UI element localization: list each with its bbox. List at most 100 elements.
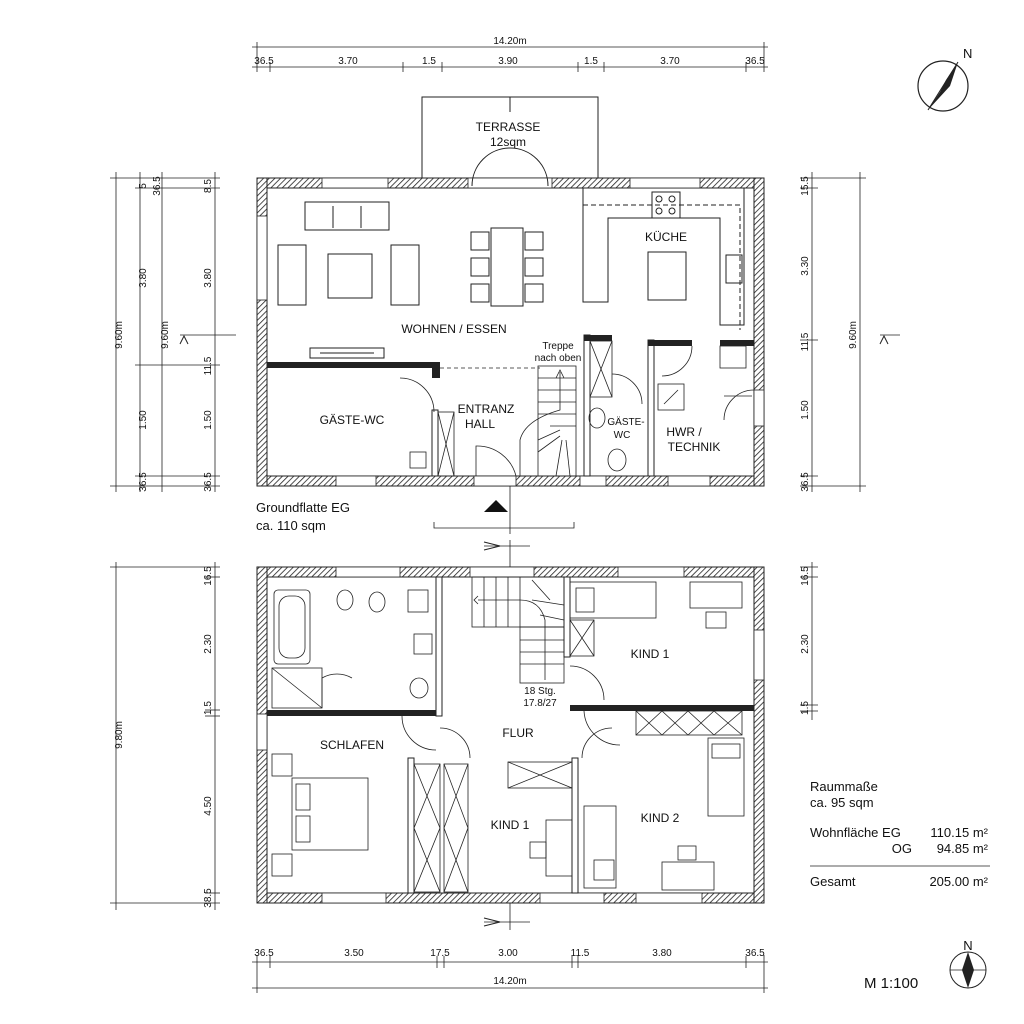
eg-right-total: 9.60m <box>848 321 859 349</box>
right-section-arrow-icon <box>879 334 889 345</box>
guest-wc-right-line2: WC <box>614 430 631 441</box>
north-arrow-top-icon <box>917 60 969 112</box>
kitchen-label: KÜCHE <box>645 230 687 244</box>
bottom-dim-5: 11.5 <box>571 948 590 959</box>
top-dim-5: 1.5 <box>584 56 598 67</box>
ground-floor-stairs <box>519 365 577 477</box>
terrace-label: TERRASSE <box>476 120 541 134</box>
eg-right-1: 15.5 <box>800 176 811 196</box>
summary-eg-label: Wohnfläche EG <box>810 825 901 840</box>
og-left-3: 1.5 <box>203 701 214 715</box>
upper-floor-walls <box>256 566 765 904</box>
eg-left-a-4: 36.5 <box>138 472 149 492</box>
hall-upper-label: FLUR <box>502 726 534 740</box>
north-arrow-bottom-icon <box>949 951 987 989</box>
scale-label: M 1:100 <box>864 975 918 992</box>
living-dining-label: WOHNEN / ESSEN <box>401 322 506 336</box>
summary-og-label: OG <box>892 841 912 856</box>
guest-wc-right-line1: GÄSTE- <box>607 416 644 428</box>
og-left-2: 2.30 <box>203 634 214 654</box>
eg-left-a-1: 5 <box>138 183 149 189</box>
eg-left-a-3: 1.50 <box>138 410 149 430</box>
summary-subtitle: ca. 95 sqm <box>810 795 874 810</box>
entrance-marker <box>433 486 575 534</box>
eg-right-3: 11.5 <box>800 332 811 351</box>
ground-floor-left-dimensions <box>110 172 236 492</box>
top-dim-4: 3.90 <box>498 56 518 67</box>
bedroom-furniture <box>271 753 469 893</box>
eg-left-b-5: 1.50 <box>203 410 214 430</box>
top-dim-6: 3.70 <box>660 56 680 67</box>
eg-left-total: 9.60m <box>114 321 125 349</box>
ground-floor-walls <box>256 177 765 487</box>
utility-room-fixtures <box>657 345 755 421</box>
terrace-door <box>471 147 549 187</box>
entrance-arrow-icon <box>484 500 508 512</box>
eg-right-5: 36.5 <box>800 472 811 492</box>
ground-floor-right-dimensions <box>800 172 900 492</box>
entrance-label-line2: HALL <box>465 417 495 431</box>
bedroom-label: SCHLAFEN <box>320 738 384 752</box>
child-room-2-label: KIND 2 <box>641 811 680 825</box>
top-dim-2: 3.70 <box>338 56 358 67</box>
eg-right-4: 1.50 <box>800 400 811 420</box>
bottom-dim-3: 17.5 <box>430 948 450 959</box>
guest-wc-left-label: GÄSTE-WC <box>320 413 385 427</box>
ground-floor-caption-line1: Groundflatte EG <box>256 500 350 515</box>
upper-hall-doors <box>401 710 621 759</box>
upper-floor-right-dimensions <box>800 562 818 720</box>
og-right-1: 16.5 <box>800 566 811 586</box>
eg-right-2: 3.30 <box>800 256 811 276</box>
upper-floor-stairs <box>471 576 605 701</box>
bathroom-fixtures <box>271 589 433 709</box>
child-room-1-bottom-label: KIND 1 <box>491 818 530 832</box>
summary-eg-value: 110.15 m² <box>930 825 988 840</box>
top-dimension-chain <box>252 42 768 72</box>
top-dim-7: 36.5 <box>745 56 765 67</box>
north-label-bottom: N <box>963 938 972 953</box>
entrance-door <box>475 445 517 477</box>
bottom-dim-6: 3.80 <box>652 948 672 959</box>
eg-left-b-total: 9.60m <box>160 321 171 349</box>
top-dim-1: 36.5 <box>254 56 274 67</box>
utility-label-line1: HWR / <box>666 425 702 439</box>
stairs-label-line2: nach oben <box>535 353 582 364</box>
child-room-1-bottom-furniture <box>507 761 573 877</box>
og-left-total: 9.80m <box>114 721 125 749</box>
guest-wc-right-fixtures <box>588 340 643 472</box>
living-room-furniture <box>277 201 544 359</box>
north-label-top: N <box>963 46 972 61</box>
eg-left-b-4: 11.5 <box>203 356 214 375</box>
child-room-1-top-label: KIND 1 <box>631 647 670 661</box>
entrance-label-line1: ENTRANZ <box>458 402 515 416</box>
terrace-area: 12sqm <box>490 135 526 149</box>
og-right-2: 2.30 <box>800 634 811 654</box>
utility-label-line2: TECHNIK <box>668 440 721 454</box>
eg-left-b-3: 3.80 <box>203 268 214 288</box>
bottom-dim-4: 3.00 <box>498 948 518 959</box>
terrace <box>421 96 599 180</box>
hall-wardrobe <box>437 411 455 477</box>
og-left-4: 4.50 <box>203 796 214 816</box>
summary-total-label: Gesamt <box>810 874 856 889</box>
summary-title: Raummaße <box>810 779 878 794</box>
stairs-label-line1: Treppe <box>542 341 574 352</box>
bottom-dim-2: 3.50 <box>344 948 364 959</box>
child-room-1-top-furniture <box>569 581 743 657</box>
bottom-total-dimension: 14.20m <box>493 976 526 987</box>
child-room-2-furniture <box>583 710 745 891</box>
left-section-arrow-icon <box>179 334 189 345</box>
eg-left-b-1: 36.5 <box>152 176 163 196</box>
top-total-dimension: 14.20m <box>493 36 526 47</box>
og-left-1: 16.5 <box>203 566 214 586</box>
eg-left-b-2: 8.5 <box>203 179 214 193</box>
ground-floor-caption-line2: ca. 110 sqm <box>256 518 326 533</box>
top-dim-3: 1.5 <box>422 56 436 67</box>
stairs-note-line1: 18 Stg. <box>524 686 556 697</box>
kitchen-furniture <box>582 188 745 330</box>
bottom-dim-1: 36.5 <box>254 948 274 959</box>
og-right-3: 1.5 <box>800 701 811 715</box>
bottom-dimension-chain <box>252 955 768 993</box>
guest-wc-door <box>399 377 435 413</box>
